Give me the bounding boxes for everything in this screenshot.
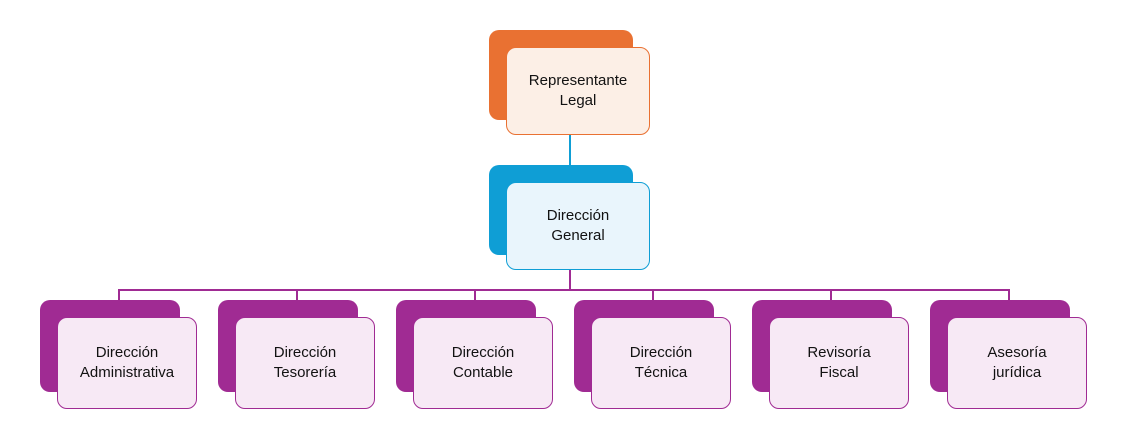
node-box: Dirección Contable bbox=[413, 317, 553, 409]
node-box: Dirección Tesorería bbox=[235, 317, 375, 409]
node-box: Dirección Técnica bbox=[591, 317, 731, 409]
node-box: Dirección General bbox=[506, 182, 650, 270]
connector-drop-6 bbox=[1008, 289, 1010, 301]
node-label: Asesoría jurídica bbox=[987, 344, 1047, 381]
connector-drop-2 bbox=[296, 289, 298, 301]
connector-manager-stem bbox=[569, 269, 571, 290]
node-label: Dirección Tesorería bbox=[273, 344, 337, 381]
node-label: Representante Legal bbox=[528, 72, 628, 109]
node-label: Revisoría Fiscal bbox=[807, 344, 871, 381]
connector-horizontal-bus bbox=[118, 289, 1009, 291]
node-label: Dirección Contable bbox=[451, 344, 515, 381]
connector-drop-3 bbox=[474, 289, 476, 301]
node-box: Revisoría Fiscal bbox=[769, 317, 909, 409]
connector-drop-5 bbox=[830, 289, 832, 301]
node-label: Dirección Técnica bbox=[629, 344, 693, 381]
connector-drop-1 bbox=[118, 289, 120, 301]
node-label: Dirección Administrativa bbox=[79, 344, 175, 381]
node-box: Asesoría jurídica bbox=[947, 317, 1087, 409]
node-box: Representante Legal bbox=[506, 47, 650, 135]
connector-root-to-manager bbox=[569, 135, 571, 166]
node-box: Dirección Administrativa bbox=[57, 317, 197, 409]
connector-drop-4 bbox=[652, 289, 654, 301]
node-label: Dirección General bbox=[546, 207, 610, 244]
